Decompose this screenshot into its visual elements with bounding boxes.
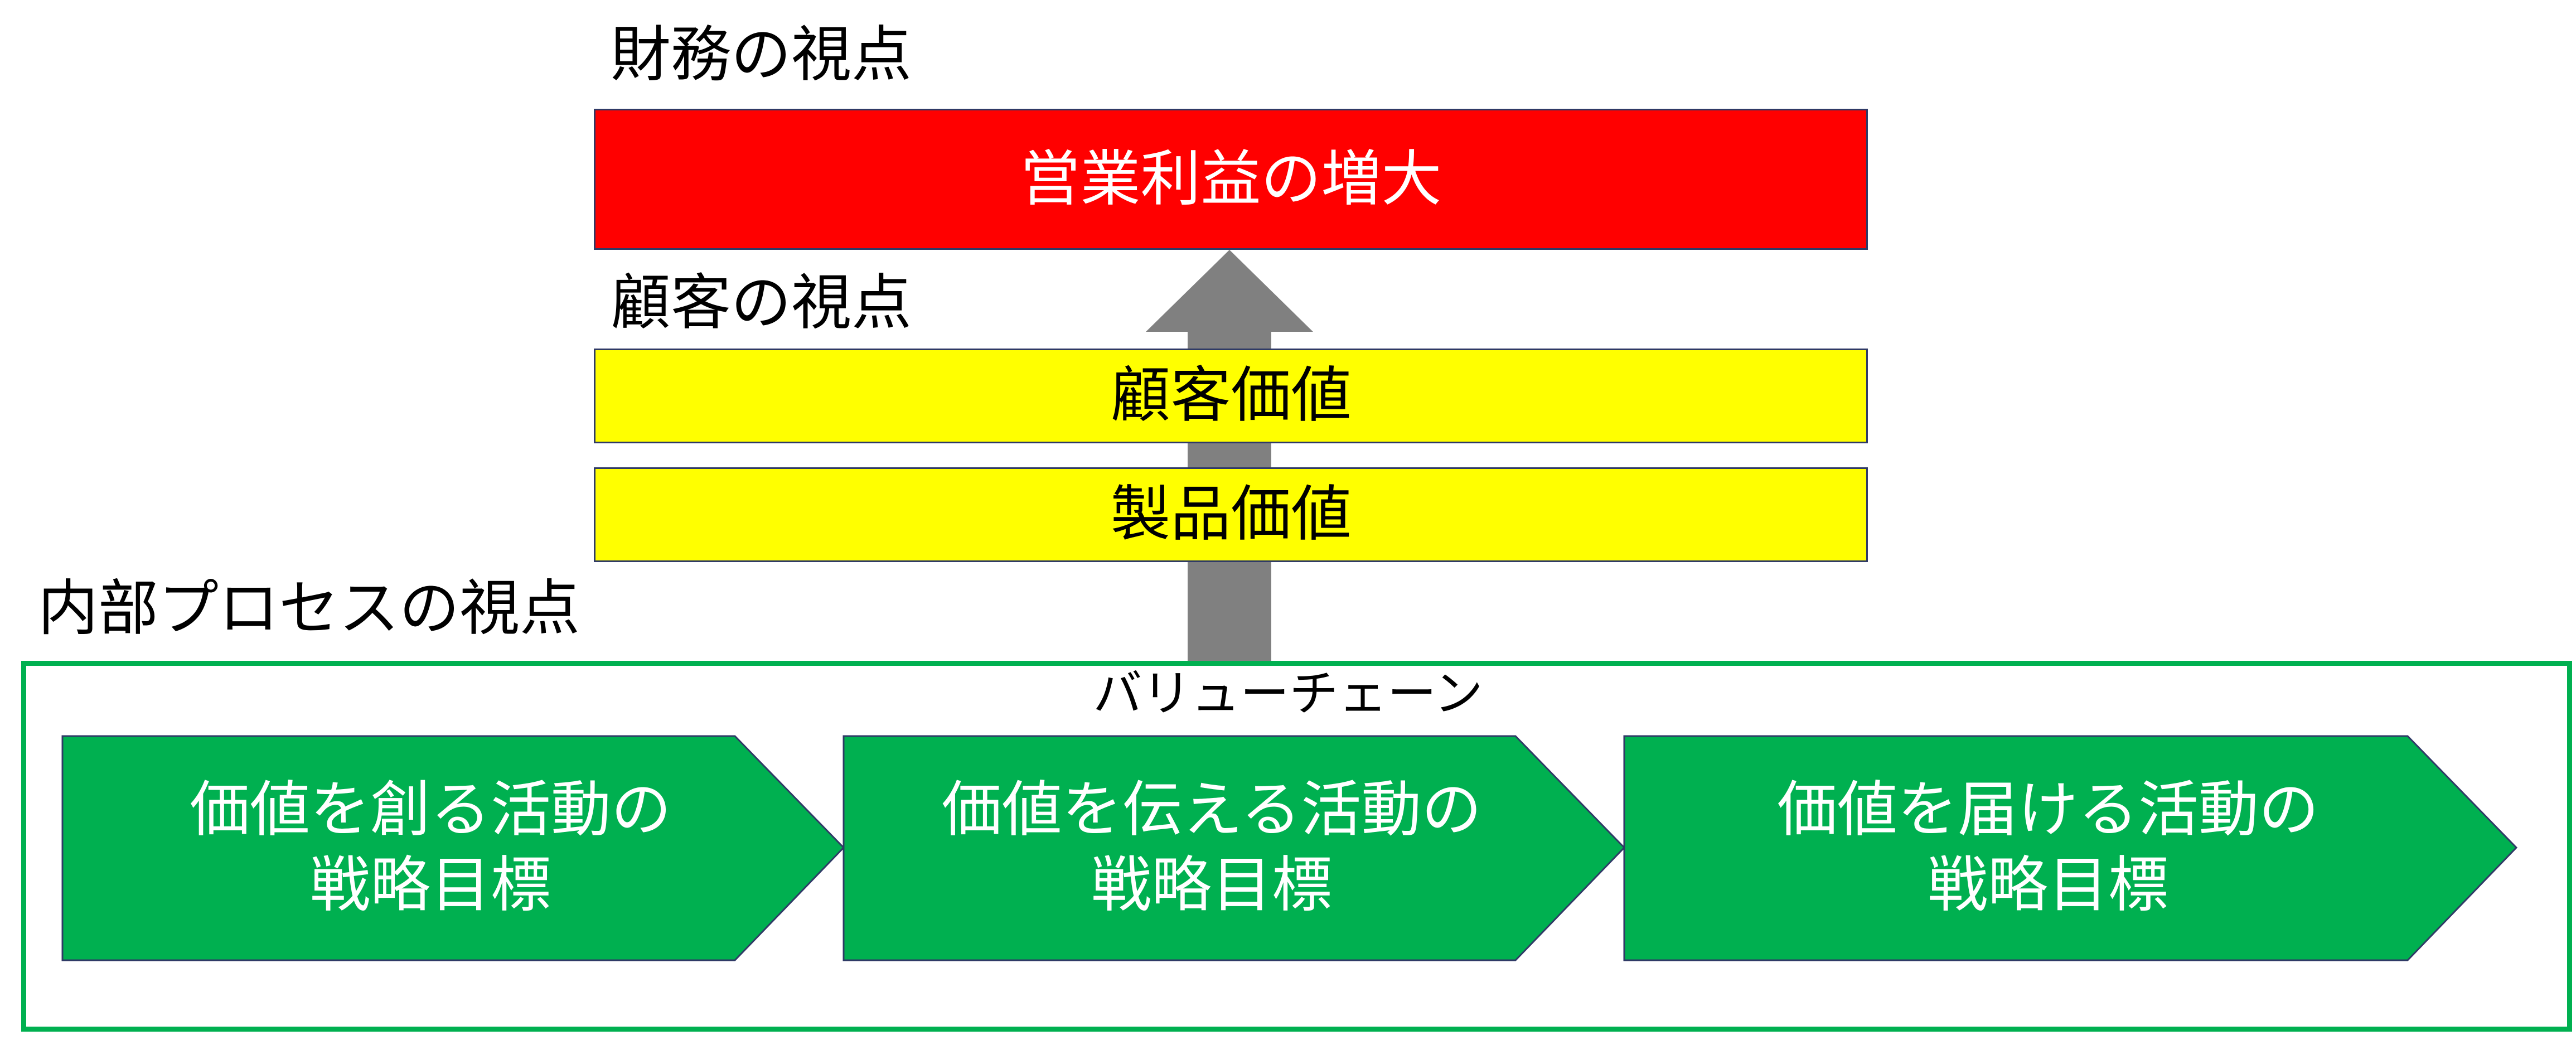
- value-chain-title: バリューチェーン: [1093, 665, 1483, 722]
- process-step-3-line1: 価値を届ける活動の: [1776, 775, 2319, 845]
- product-value-box: 製品価値: [594, 467, 1868, 562]
- process-step-2-line2: 戦略目標: [1091, 850, 1332, 920]
- process-step-1-shape: [61, 735, 845, 961]
- process-step-2-shape: [842, 735, 1626, 961]
- process-step-3-shape: [1623, 735, 2518, 961]
- process-step-2-line1: 価値を伝える活動の: [941, 775, 1482, 845]
- internal-process-perspective-heading: 内部プロセスの視点: [38, 574, 580, 644]
- operating-profit-box: 営業利益の増大: [594, 109, 1868, 250]
- customer-perspective-heading: 顧客の視点: [611, 268, 912, 338]
- process-step-1-line2: 戦略目標: [309, 850, 551, 920]
- customer-value-box: 顧客価値: [594, 349, 1868, 443]
- value-chain-container: [21, 661, 2572, 1032]
- process-step-1-line1: 価値を創る活動の: [189, 775, 671, 845]
- process-step-3-line2: 戦略目標: [1927, 850, 2168, 920]
- financial-perspective-heading: 財務の視点: [611, 20, 912, 90]
- process-step-3: 価値を届ける活動の 戦略目標: [1624, 736, 2472, 959]
- process-step-1: 価値を創る活動の 戦略目標: [62, 736, 798, 959]
- up-arrow: [1146, 250, 1313, 664]
- process-step-2: 価値を伝える活動の 戦略目標: [844, 736, 1580, 959]
